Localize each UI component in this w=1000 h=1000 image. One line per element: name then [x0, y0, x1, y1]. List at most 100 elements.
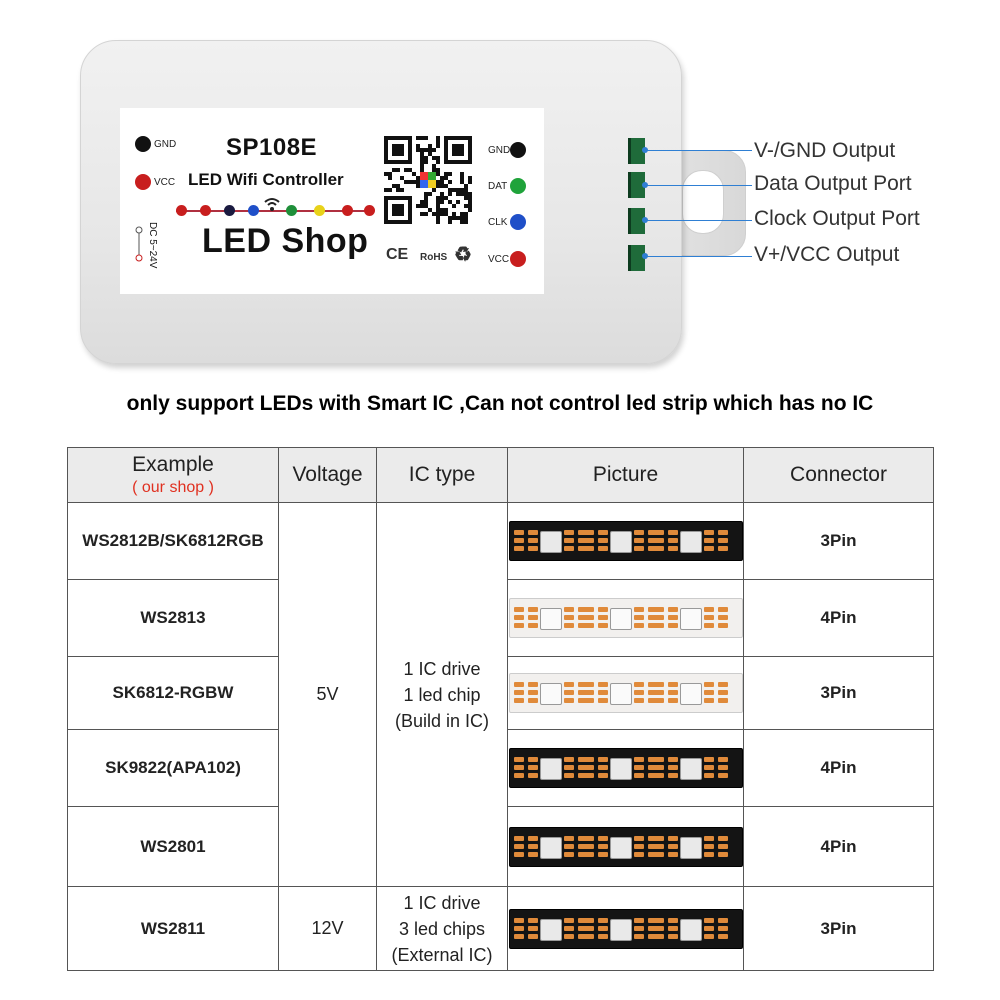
led-chip: [539, 758, 562, 780]
table-row: SK6812-RGBW 3Pin: [67, 656, 934, 730]
cell-connector: 3Pin: [743, 502, 934, 580]
led-chip: [679, 608, 702, 630]
led-strip-image: [508, 598, 743, 638]
cell-picture: [507, 729, 744, 807]
cell-connector: 4Pin: [743, 806, 934, 887]
led-chip: [609, 918, 632, 941]
table-row: WS2812B/SK6812RGB 5V 1 IC drive 1 led ch…: [67, 502, 934, 887]
ic-type-line: (External IC): [391, 944, 493, 965]
led-chip: [609, 836, 632, 859]
callout-line-data: [646, 185, 752, 186]
cell-example: WS2811: [67, 886, 279, 971]
status-led: [314, 205, 325, 216]
cell-example: SK9822(APA102): [67, 729, 279, 807]
cell-connector: 4Pin: [743, 729, 934, 807]
table-row: WS2801 4Pin: [67, 806, 934, 887]
led-chip: [679, 531, 702, 553]
terminal-clock: [628, 208, 645, 234]
brand-name: LED Shop: [202, 222, 369, 260]
callout-dot-gnd: [642, 147, 648, 153]
led-chip: [609, 683, 632, 705]
dat-output-dot: [510, 178, 526, 194]
ce-mark: CE: [386, 246, 409, 263]
table-row: WS2811 12V 1 IC drive 3 led chips (Exter…: [67, 886, 934, 971]
ic-type-line: 1 IC drive: [403, 892, 481, 913]
cell-picture: [507, 579, 744, 657]
terminal-gnd: [628, 138, 645, 164]
status-led: [286, 205, 297, 216]
status-led: [342, 205, 353, 216]
header-ic-type: IC type: [376, 447, 508, 503]
cell-picture: [507, 502, 744, 580]
table-row: WS2813 4Pin: [67, 579, 934, 657]
dat-output-label: DAT: [488, 181, 508, 192]
cell-picture: [507, 656, 744, 730]
wifi-icon: [263, 196, 281, 217]
clk-output-label: CLK: [488, 217, 508, 228]
led-chip: [539, 608, 562, 630]
ic-type-line: 3 led chips: [398, 918, 486, 939]
cell-voltage-5v: 5V: [278, 502, 377, 887]
callout-line-gnd: [646, 150, 752, 151]
vcc-output-dot: [510, 251, 526, 267]
led-chip: [539, 531, 562, 553]
rohs-mark: RoHS: [420, 252, 448, 263]
cell-connector: 3Pin: [743, 886, 934, 971]
led-chip: [679, 836, 702, 859]
ic-type-line: 1 IC drive: [403, 658, 481, 679]
table-header-row: Example ( our shop ) Voltage IC type Pic…: [67, 447, 934, 503]
led-chip: [609, 608, 632, 630]
vcc-output-label: VCC: [488, 254, 510, 265]
callout-line-clock: [646, 220, 752, 221]
gnd-input-label: GND: [154, 139, 177, 150]
vcc-input-label: VCC: [154, 177, 176, 188]
cell-picture: [507, 886, 744, 971]
header-picture: Picture: [507, 447, 744, 503]
header-example-label: Example: [132, 453, 214, 476]
device-subtitle: LED Wifi Controller: [188, 170, 344, 189]
callout-line-vcc: [646, 256, 752, 257]
qr-code: [384, 136, 472, 224]
callout-data: Data Output Port: [754, 172, 912, 195]
ic-type-line: (Build in IC): [394, 710, 490, 731]
header-voltage: Voltage: [278, 447, 377, 503]
callout-dot-data: [642, 182, 648, 188]
cell-ic-type-12v: 1 IC drive 3 led chips (External IC): [376, 886, 508, 971]
cell-picture: [507, 806, 744, 887]
header-example: Example ( our shop ): [67, 447, 279, 503]
status-led: [176, 205, 187, 216]
callout-dot-vcc: [642, 253, 648, 259]
callout-clock: Clock Output Port: [754, 207, 920, 230]
cell-voltage-12v: 12V: [278, 886, 377, 971]
led-strip-image: [508, 673, 743, 713]
led-chip: [539, 836, 562, 859]
led-chip: [609, 758, 632, 780]
compatibility-table: Example ( our shop ) Voltage IC type Pic…: [67, 447, 934, 971]
ic-type-line: 1 led chip: [403, 684, 481, 705]
mounting-hole: [682, 170, 724, 234]
callout-dot-clock: [642, 217, 648, 223]
led-chip: [539, 918, 562, 941]
cell-ic-type-5v: 1 IC drive 1 led chip (Build in IC): [376, 502, 508, 887]
terminal-data: [628, 172, 645, 198]
clk-output-dot: [510, 214, 526, 230]
vcc-input-dot: [135, 174, 151, 190]
led-strip-image: [508, 748, 743, 788]
cell-example: WS2813: [67, 579, 279, 657]
device-model: SP108E: [226, 134, 318, 161]
gnd-input-dot: [135, 136, 151, 152]
led-strip-image: [508, 826, 743, 867]
led-strip-image: [508, 908, 743, 949]
gnd-output-dot: [510, 142, 526, 158]
status-led: [364, 205, 375, 216]
status-led: [200, 205, 211, 216]
compatibility-notice: only support LEDs with Smart IC ,Can not…: [126, 392, 874, 415]
recycle-icon: ♻: [454, 244, 472, 266]
cell-example: SK6812-RGBW: [67, 656, 279, 730]
led-chip: [539, 683, 562, 705]
led-indicator-row: [176, 205, 375, 217]
led-chip: [679, 683, 702, 705]
cell-example: WS2801: [67, 806, 279, 887]
led-chip: [679, 758, 702, 780]
gnd-output-label: GND: [488, 145, 511, 156]
